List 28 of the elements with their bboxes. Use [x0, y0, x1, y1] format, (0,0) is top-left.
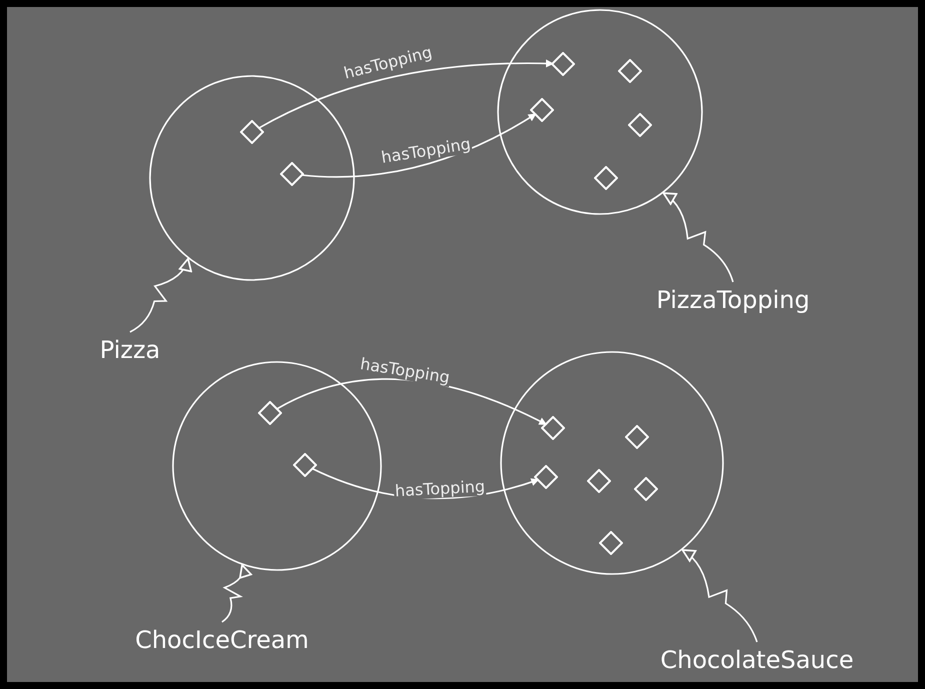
individual-diamond: [258, 401, 282, 425]
leader-line: [662, 192, 734, 282]
leader-line: [682, 549, 758, 642]
leader-line: [222, 564, 252, 623]
individual-diamond: [628, 113, 652, 137]
individual-diamond: [634, 477, 658, 501]
individual-diamond: [293, 453, 317, 477]
set-circle: [500, 351, 724, 575]
individual-diamond: [280, 162, 304, 186]
arrow: [301, 113, 536, 178]
set-circle: [497, 9, 703, 215]
class-label: ChocIceCream: [135, 624, 309, 656]
individual-diamond: [587, 469, 611, 493]
edge-label: hasTopping: [394, 478, 486, 500]
class-label: PizzaTopping: [656, 284, 810, 316]
individual-diamond: [240, 120, 264, 144]
individual-diamond: [551, 52, 575, 76]
individual-diamond: [541, 416, 565, 440]
individual-diamond: [599, 531, 623, 555]
individual-diamond: [534, 465, 558, 489]
class-label: Pizza: [100, 334, 160, 366]
individual-diamond: [618, 59, 642, 83]
leader-line: [130, 258, 192, 333]
individual-diamond: [594, 166, 618, 190]
class-label: ChocolateSauce: [660, 644, 854, 676]
individual-diamond: [530, 98, 554, 122]
arrow: [258, 60, 554, 129]
individual-diamond: [625, 425, 649, 449]
